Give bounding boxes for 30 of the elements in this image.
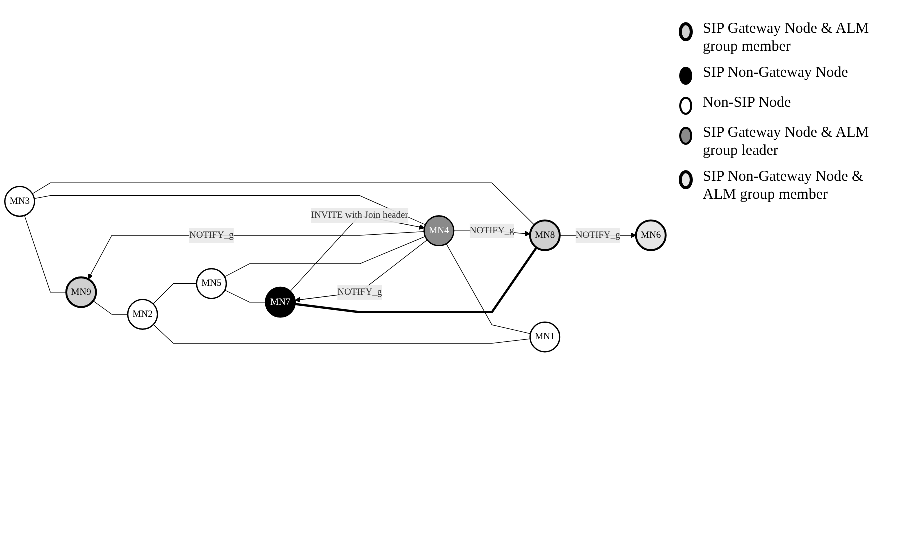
node-circle: MN8 — [529, 220, 561, 252]
connector — [446, 244, 531, 335]
node-circle: MN4 — [424, 216, 455, 247]
edge-label: NOTIFY_g — [470, 226, 514, 236]
connector — [224, 236, 426, 278]
edge-label: INVITE with Join header — [311, 210, 408, 222]
legend-label: SIP Non-Gateway Node — [703, 64, 848, 82]
connector — [32, 183, 535, 226]
legend-label: Non-SIP Node — [703, 94, 792, 112]
connector — [34, 196, 426, 226]
node-circle: MN3 — [4, 186, 36, 218]
connector — [24, 216, 67, 294]
connector — [224, 290, 266, 304]
legend-label: SIP Non-Gateway Node & ALM group member — [703, 168, 865, 204]
connector — [153, 324, 531, 344]
node-circle: MN6 — [635, 220, 667, 252]
connector — [93, 301, 128, 316]
legend-label: SIP Gateway Node & ALM group leader — [703, 124, 870, 160]
node-circle: MN2 — [127, 300, 158, 330]
connector — [295, 248, 538, 314]
connector — [153, 284, 198, 305]
arrow — [295, 240, 428, 304]
node-circle: MN1 — [530, 322, 561, 354]
legend-label: SIP Gateway Node & ALM group member — [703, 20, 870, 56]
edge-label: NOTIFY_g — [338, 288, 382, 298]
node-circle: MN9 — [66, 277, 98, 309]
node-circle: MN5 — [196, 268, 228, 300]
edge-label: NOTIFY_g — [189, 230, 234, 241]
node-circle: MN7 — [265, 287, 296, 318]
edge-label: NOTIFY_g — [576, 230, 620, 241]
